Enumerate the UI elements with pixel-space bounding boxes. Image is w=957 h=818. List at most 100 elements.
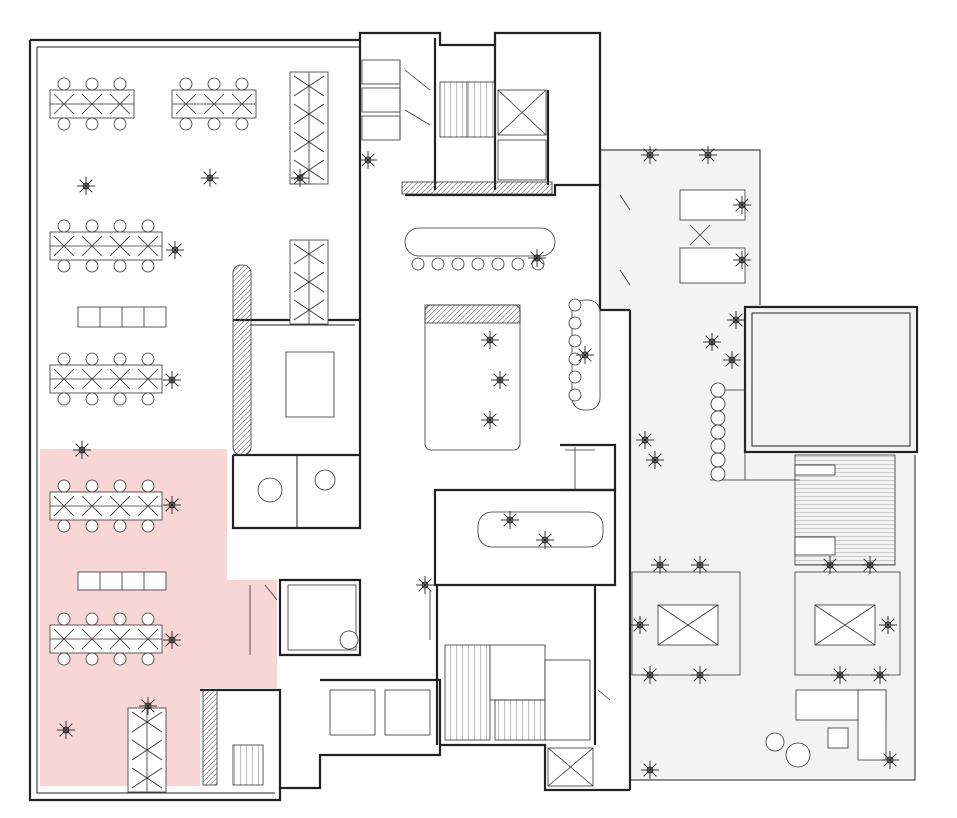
chair-icon bbox=[57, 117, 71, 131]
plant-icon bbox=[703, 333, 721, 351]
plant-icon bbox=[491, 371, 509, 389]
plant-icon bbox=[641, 761, 659, 779]
chair-icon bbox=[57, 652, 71, 666]
chair-icon bbox=[113, 77, 127, 91]
chair-icon bbox=[113, 612, 127, 626]
desk-clusters bbox=[49, 71, 329, 793]
chair-icon bbox=[85, 479, 99, 493]
desk-cluster-icon bbox=[49, 77, 135, 131]
chair-icon bbox=[141, 352, 155, 366]
desk-cluster-icon bbox=[49, 219, 163, 273]
plant-icon bbox=[727, 311, 745, 329]
plant-icon bbox=[651, 556, 669, 574]
plant-icon bbox=[163, 631, 181, 649]
plant-icon bbox=[723, 351, 741, 369]
desk-cluster-icon bbox=[49, 479, 163, 533]
desk-cluster-icon bbox=[49, 612, 163, 666]
plant-icon bbox=[528, 249, 546, 267]
stools bbox=[257, 257, 726, 650]
chair-icon bbox=[57, 352, 71, 366]
chair-icon bbox=[85, 259, 99, 273]
plant-icon bbox=[73, 441, 91, 459]
chair-icon bbox=[113, 479, 127, 493]
chair-icon bbox=[85, 612, 99, 626]
plant-icon bbox=[201, 169, 219, 187]
plant-icon bbox=[733, 251, 751, 269]
chair-icon bbox=[85, 352, 99, 366]
plant-icon bbox=[879, 616, 897, 634]
chair-icon bbox=[179, 77, 193, 91]
chair-icon bbox=[235, 117, 249, 131]
chair-icon bbox=[141, 392, 155, 406]
plant-icon bbox=[163, 496, 181, 514]
plant-icon bbox=[481, 331, 499, 349]
plant-icon bbox=[166, 241, 184, 259]
chair-icon bbox=[179, 117, 193, 131]
plant-icon bbox=[77, 177, 95, 195]
chair-icon bbox=[85, 652, 99, 666]
chair-icon bbox=[207, 77, 221, 91]
plant-icon bbox=[861, 556, 879, 574]
plant-icon bbox=[691, 556, 709, 574]
chair-icon bbox=[141, 219, 155, 233]
plant-icon bbox=[57, 721, 75, 739]
chair-icon bbox=[57, 519, 71, 533]
plant-icon bbox=[359, 151, 377, 169]
chair-icon bbox=[141, 479, 155, 493]
chair-icon bbox=[113, 117, 127, 131]
plant-icon bbox=[501, 511, 519, 529]
plant-icon bbox=[291, 169, 309, 187]
hatched-partitions bbox=[202, 264, 252, 786]
chair-icon bbox=[141, 652, 155, 666]
plant-icon bbox=[536, 531, 554, 549]
chair-icon bbox=[113, 219, 127, 233]
desk-cluster-icon bbox=[289, 71, 329, 185]
plant-icon bbox=[733, 196, 751, 214]
chair-icon bbox=[57, 219, 71, 233]
plant-icon bbox=[699, 146, 717, 164]
plant-icon bbox=[416, 576, 434, 594]
plant-icon bbox=[481, 411, 499, 429]
plant-icon bbox=[163, 371, 181, 389]
plant-icon bbox=[576, 346, 594, 364]
plant-icon bbox=[641, 146, 659, 164]
chair-icon bbox=[85, 77, 99, 91]
chair-icon bbox=[113, 519, 127, 533]
plant-icon bbox=[646, 451, 664, 469]
stair-top bbox=[401, 81, 553, 195]
chair-icon bbox=[113, 352, 127, 366]
chair-icon bbox=[57, 392, 71, 406]
chair-icon bbox=[141, 612, 155, 626]
chair-icon bbox=[113, 652, 127, 666]
plant-icon bbox=[821, 556, 839, 574]
chair-icon bbox=[57, 77, 71, 91]
terrace-edge bbox=[600, 149, 919, 781]
plant-icon bbox=[139, 697, 157, 715]
chair-icon bbox=[85, 219, 99, 233]
desk-cluster-icon bbox=[127, 707, 167, 793]
chair-icon bbox=[141, 519, 155, 533]
chair-icon bbox=[57, 259, 71, 273]
plant-icon bbox=[641, 666, 659, 684]
plant-icon bbox=[631, 616, 649, 634]
chair-icon bbox=[85, 117, 99, 131]
chair-icon bbox=[113, 392, 127, 406]
plant-icon bbox=[871, 666, 889, 684]
terrace-deck bbox=[710, 385, 896, 566]
plant-icon bbox=[691, 666, 709, 684]
chair-icon bbox=[57, 479, 71, 493]
toilets bbox=[361, 59, 431, 141]
desk-cluster-icon bbox=[289, 239, 329, 325]
chair-icon bbox=[57, 612, 71, 626]
chair-icon bbox=[235, 77, 249, 91]
doors bbox=[249, 194, 631, 701]
plants bbox=[57, 146, 899, 779]
chair-icon bbox=[85, 519, 99, 533]
stair-bottom bbox=[232, 644, 594, 787]
chair-icon bbox=[141, 259, 155, 273]
highlighted-zone[interactable] bbox=[40, 449, 277, 786]
long-tables bbox=[77, 227, 604, 591]
desk-cluster-icon bbox=[49, 352, 163, 406]
